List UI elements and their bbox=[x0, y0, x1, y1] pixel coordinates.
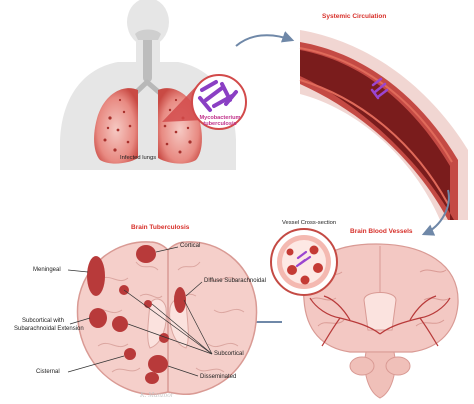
left-lung bbox=[94, 88, 138, 164]
vessel-cross-section-inset bbox=[270, 228, 338, 296]
label-subcortical-ext-line1: Subcortical with bbox=[22, 318, 65, 324]
label-diffuse-subarachnoidal: Diffuse Subarachnoidal bbox=[204, 278, 266, 284]
lesion-subcortical-ext bbox=[89, 308, 107, 328]
infected-lungs-label: Infected lungs bbox=[120, 155, 157, 161]
lesion-meningeal bbox=[87, 256, 105, 296]
arrow-lungs-to-circulation bbox=[235, 31, 295, 47]
bacteria-in-blood-icon bbox=[370, 77, 389, 100]
lesion-disseminated-1 bbox=[148, 355, 168, 373]
arrow-circulation-to-brain bbox=[421, 189, 450, 236]
label-subcortical-ext-line2: Subarachnoidal Extension bbox=[14, 326, 84, 332]
label-meningeal: Meningeal bbox=[33, 267, 61, 273]
lesion-disseminated-3 bbox=[145, 372, 159, 384]
label-cortical: Cortical bbox=[180, 243, 201, 249]
bacteria-in-vessel-icon bbox=[295, 250, 312, 268]
label-disseminated: Disseminated bbox=[200, 374, 237, 380]
lesion-cortical bbox=[136, 245, 156, 263]
label-subcortical: Subcortical bbox=[214, 351, 244, 357]
leader-lines bbox=[67, 246, 213, 377]
lesion-subcortical-3 bbox=[144, 300, 152, 308]
vessel-cross-section-label: Vessel Cross-section bbox=[282, 220, 337, 226]
trachea bbox=[143, 30, 152, 82]
coronal-brain bbox=[303, 243, 459, 399]
brain-vessels bbox=[309, 295, 451, 347]
lesion-diffuse bbox=[174, 287, 186, 313]
brain-tuberculosis-title: Brain Tuberculosis bbox=[131, 224, 190, 231]
bacteria-inset bbox=[191, 74, 247, 130]
systemic-circulation-title: Systemic Circulation bbox=[322, 13, 387, 20]
lesion-cisternal bbox=[124, 348, 136, 360]
systemic-vessel bbox=[299, 30, 468, 220]
brain-blood-vessels-title: Brain Blood Vessels bbox=[350, 228, 413, 235]
label-cisternal: Cisternal bbox=[36, 369, 60, 375]
watermark-signature: K. Manzoor bbox=[140, 391, 174, 399]
bacteria-label: Mycobacterium tuberculosis bbox=[199, 115, 241, 128]
bacteria-icon bbox=[198, 80, 238, 112]
lesion-disseminated-2 bbox=[159, 333, 169, 343]
tuberculomas bbox=[87, 245, 186, 384]
lesion-subcortical-2 bbox=[112, 316, 128, 332]
